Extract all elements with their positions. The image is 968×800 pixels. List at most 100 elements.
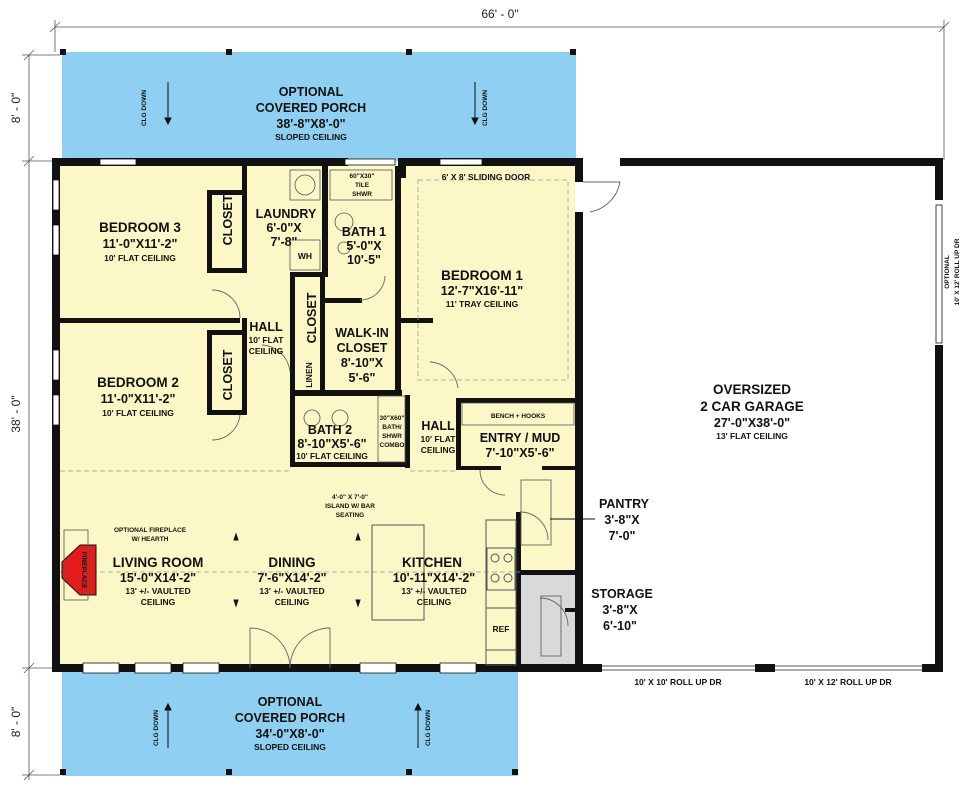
sliding-door-label: 6' X 8' SLIDING DOOR <box>442 172 531 182</box>
clg-down-1: CLG DOWN <box>141 90 148 126</box>
windows <box>52 158 943 674</box>
walkin-name1: WALK-IN <box>335 326 388 340</box>
bath2-fixtures <box>303 395 406 463</box>
dining-ceiling1: 13' +/- VAULTED <box>259 586 324 596</box>
laundry-size2: 7'-8" <box>271 235 298 249</box>
door-swings <box>211 181 621 669</box>
water-heater-label: WH <box>298 251 312 261</box>
tile-shower-1: 60"X30" <box>350 173 375 180</box>
refrigerator-label: REF <box>493 624 510 634</box>
closet-label-1: CLOSET <box>221 194 235 245</box>
rollup-side-1: OPTIONAL <box>944 255 951 289</box>
bath-combo-2: BATH/ <box>382 424 402 431</box>
hall1-ceiling1: 10' FLAT <box>249 335 285 345</box>
dashed-dividers <box>60 179 569 573</box>
rollup-large-label: 10' X 12' ROLL UP DR <box>804 677 891 687</box>
bedroom3-ceiling: 10' FLAT CEILING <box>104 253 176 263</box>
washer-dryer <box>289 169 321 271</box>
bedroom3-name: BEDROOM 3 <box>99 220 181 235</box>
island-label-3: SEATING <box>336 512 364 519</box>
kitchen-counter <box>485 519 517 666</box>
house-interior <box>55 161 575 669</box>
rollup-side-2: 10' X 12' ROLL UP DR <box>954 238 961 305</box>
dining-name: DINING <box>268 555 315 570</box>
hall2-ceiling2: CEILING <box>421 445 456 455</box>
pantry-name: PANTRY <box>599 497 650 511</box>
porch-top-label-1: OPTIONAL <box>279 85 344 99</box>
stove-icon <box>486 547 516 591</box>
bath2-ceiling: 10' FLAT CEILING <box>296 451 368 461</box>
porch-bottom-label-1: OPTIONAL <box>258 695 323 709</box>
walkin-size2: 5'-6" <box>349 371 376 385</box>
porch-bottom-area <box>62 666 518 776</box>
kitchen-ceiling2: CEILING <box>417 597 452 607</box>
walkin-name2: CLOSET <box>337 341 388 355</box>
pantry-size2: 7'-0" <box>609 529 636 543</box>
hall2-ceiling1: 10' FLAT <box>421 434 457 444</box>
laundry-name: LAUNDRY <box>256 207 317 221</box>
bath2-size: 8'-10"X5'-6" <box>297 437 366 451</box>
garage-name2: 2 CAR GARAGE <box>700 399 804 414</box>
dim-house: 38' - 0" <box>9 395 23 432</box>
walkin-size1: 8'-10"X <box>341 356 384 370</box>
closet-label-3: CLOSET <box>305 292 319 343</box>
bedroom1-name: BEDROOM 1 <box>441 268 523 283</box>
clg-down-4: CLG DOWN <box>425 710 432 746</box>
ceiling-arrows <box>164 82 479 748</box>
bath1-name: BATH 1 <box>342 225 386 239</box>
dim-porch-top: 8' - 0" <box>9 93 23 124</box>
linen-label: LINEN <box>304 362 314 388</box>
porch-top-size: 38'-8"X8'-0" <box>276 117 345 131</box>
kitchen-ceiling1: 13' +/- VAULTED <box>401 586 466 596</box>
bedroom2-size: 11'-0"X11'-2" <box>101 392 176 406</box>
kitchen-size: 10'-11"X14'-2" <box>393 571 476 585</box>
garage-area <box>582 161 938 669</box>
entry-size: 7'-10"X5'-6" <box>485 446 554 460</box>
hall2-name: HALL <box>421 419 455 433</box>
storage-shelf <box>540 595 562 657</box>
tile-shower-2: TILE <box>355 182 370 189</box>
storage-name: STORAGE <box>591 587 653 601</box>
bedroom2-name: BEDROOM 2 <box>97 375 179 390</box>
garage-ceiling: 13' FLAT CEILING <box>716 431 788 441</box>
rollup-small-label: 10' X 10' ROLL UP DR <box>634 677 721 687</box>
porch-bottom-size: 34'-0"X8'-0" <box>255 727 324 741</box>
bedroom3-size: 11'-0"X11'-2" <box>103 237 178 251</box>
fireplace-icon <box>61 544 97 596</box>
clg-down-2: CLG DOWN <box>482 90 489 126</box>
storage-size1: 3'-8"X <box>602 603 638 617</box>
pantry-size1: 3'-8"X <box>604 513 640 527</box>
clg-down-3: CLG DOWN <box>153 710 160 746</box>
hall1-name: HALL <box>249 320 283 334</box>
dining-size: 7'-6"X14'-2" <box>257 571 326 585</box>
entry-name: ENTRY / MUD <box>480 431 561 445</box>
bench-hooks-label: BENCH + HOOKS <box>491 413 546 420</box>
closet-label-2: CLOSET <box>221 349 235 400</box>
bench <box>461 402 575 426</box>
porch-top-area <box>62 52 576 162</box>
bath1-fixtures <box>329 169 393 255</box>
living-ceiling1: 13' +/- VAULTED <box>125 586 190 596</box>
bath1-size2: 10'-5" <box>347 253 381 267</box>
living-size: 15'-0"X14'-2" <box>120 571 196 585</box>
storage-size2: 6'-10" <box>603 619 637 633</box>
storage-area <box>520 575 575 667</box>
living-ceiling2: CEILING <box>141 597 176 607</box>
bath1-size1: 5'-0"X <box>346 239 382 253</box>
living-name: LIVING ROOM <box>113 555 204 570</box>
refrigerator <box>485 607 517 651</box>
dining-ceiling2: CEILING <box>275 597 310 607</box>
island-label-2: ISLAND W/ BAR <box>325 503 375 510</box>
kitchen-name: KITCHEN <box>402 555 462 570</box>
kitchen-island <box>371 524 425 621</box>
porch-posts <box>60 49 576 775</box>
bath-combo-3: SHWR <box>382 433 402 440</box>
porch-top-ceiling: SLOPED CEILING <box>275 132 347 142</box>
hall1-ceiling2: CEILING <box>249 346 284 356</box>
fireplace-option-1: OPTIONAL FIREPLACE <box>114 527 187 534</box>
porch-bottom-label-2: COVERED PORCH <box>235 711 345 725</box>
garage-name1: OVERSIZED <box>713 382 791 397</box>
bath2-name: BATH 2 <box>308 423 352 437</box>
garage-size: 27'-0"X38'-0" <box>714 416 790 430</box>
